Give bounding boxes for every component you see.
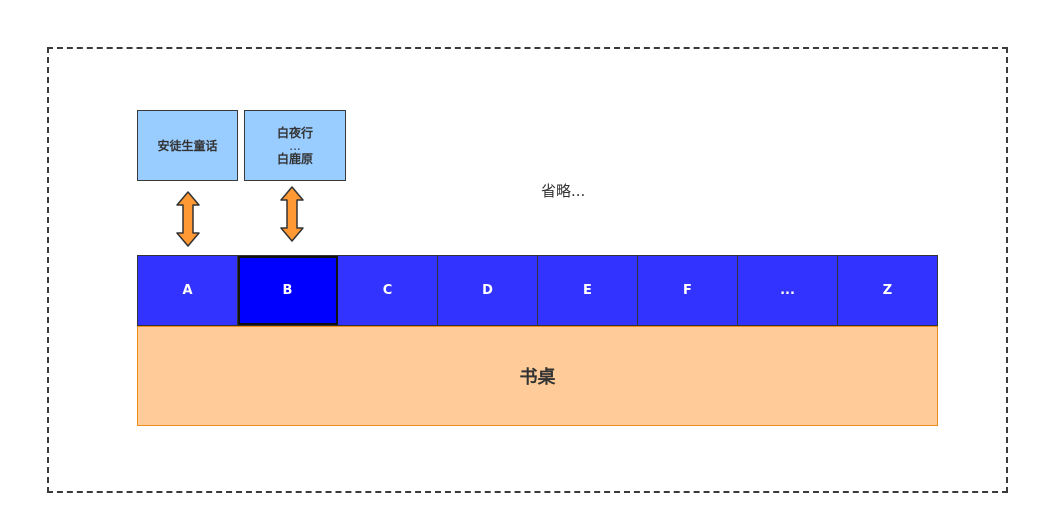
letter-cell-ellipsis: ... xyxy=(738,256,838,325)
book-title: 白夜行 xyxy=(276,125,313,140)
letter-cell-a: A xyxy=(138,256,238,325)
desk-label: 书桌 xyxy=(519,367,556,388)
dashed-container xyxy=(47,47,1008,493)
book-title: 白鹿原 xyxy=(276,151,313,166)
letter-cell-e: E xyxy=(538,256,638,325)
letter-index-row: A B C D E F ... Z xyxy=(137,255,938,326)
letter-cell-b: B xyxy=(238,256,338,325)
double-arrow-icon xyxy=(176,191,200,247)
book-box-andersen: 安徒生童话 xyxy=(137,110,238,181)
letter-cell-c: C xyxy=(338,256,438,325)
letter-cell-d: D xyxy=(438,256,538,325)
ellipsis-text: ... xyxy=(289,138,301,153)
book-title: 安徒生童话 xyxy=(157,138,218,153)
letter-cell-f: F xyxy=(638,256,738,325)
omitted-note: 省略... xyxy=(541,182,586,200)
desk-block: 书桌 xyxy=(137,326,938,426)
book-box-b-group: 白夜行 ... 白鹿原 xyxy=(244,110,346,181)
letter-cell-z: Z xyxy=(838,256,937,325)
double-arrow-icon xyxy=(280,186,304,242)
